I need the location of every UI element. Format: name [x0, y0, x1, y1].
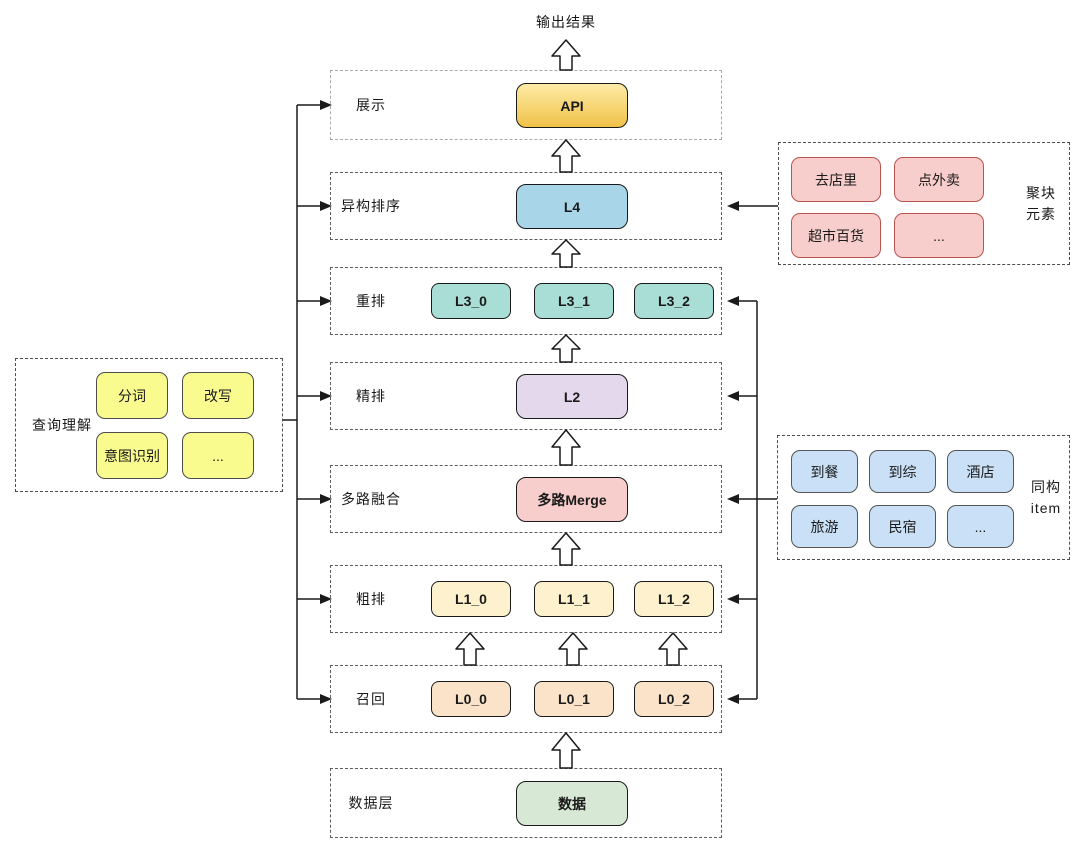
layer-recall: 召回 L0_0 L0_1 L0_2: [330, 665, 722, 733]
node-merge: 多路Merge: [516, 477, 628, 522]
panel-query-understanding: 查询理解 分词 改写 意图识别 ...: [15, 358, 283, 492]
homo-label-line1: 同构: [1031, 479, 1061, 495]
layer-multi-merge-label: 多路融合: [341, 491, 401, 507]
layer-display: 展示 API: [330, 70, 722, 140]
cluster-item-supermarket: 超市百货: [791, 213, 881, 258]
layer-data-label: 数据层: [348, 795, 394, 811]
layer-coarse-rank-label: 粗排: [356, 591, 386, 607]
node-l3-0: L3_0: [431, 283, 511, 319]
layer-rerank-label: 重排: [356, 293, 386, 309]
panel-homogeneous-item-label: 同构 item: [1024, 477, 1068, 519]
panel-cluster-elements: 聚块 元素 去店里 点外卖 超市百货 ...: [778, 142, 1070, 265]
layer-recall-label: 召回: [356, 691, 386, 707]
right-arrowheads: [727, 201, 739, 704]
homo-item-more: ...: [947, 505, 1014, 548]
output-result-label: 输出结果: [536, 14, 596, 30]
node-l0-0: L0_0: [431, 681, 511, 717]
layer-fine-rank-label: 精排: [356, 388, 386, 404]
query-item-intent: 意图识别: [96, 432, 168, 479]
cluster-label-line2: 元素: [1026, 206, 1056, 222]
layer-multi-merge: 多路融合 多路Merge: [330, 465, 722, 533]
homo-item-hotel: 酒店: [947, 450, 1014, 493]
cluster-item-in-store: 去店里: [791, 157, 881, 202]
query-item-rewrite: 改写: [182, 372, 254, 419]
node-l2: L2: [516, 374, 628, 419]
node-l1-0: L1_0: [431, 581, 511, 617]
layer-display-label: 展示: [356, 97, 386, 113]
query-item-more: ...: [182, 432, 254, 479]
layer-rerank: 重排 L3_0 L3_1 L3_2: [330, 267, 722, 335]
node-l0-1: L0_1: [534, 681, 614, 717]
homo-item-general: 到综: [869, 450, 936, 493]
node-l0-2: L0_2: [634, 681, 714, 717]
layer-fine-rank: 精排 L2: [330, 362, 722, 430]
layer-data: 数据层 数据: [330, 768, 722, 838]
query-item-segmentation: 分词: [96, 372, 168, 419]
right-connector-tree: [738, 205, 778, 700]
panel-homogeneous-item: 同构 item 到餐 到综 酒店 旅游 民宿 ...: [777, 435, 1070, 560]
homo-item-travel: 旅游: [791, 505, 858, 548]
homo-item-dine-in: 到餐: [791, 450, 858, 493]
node-l1-2: L1_2: [634, 581, 714, 617]
left-connector-tree: [283, 104, 321, 700]
node-l4: L4: [516, 184, 628, 229]
panel-query-understanding-label: 查询理解: [32, 417, 92, 433]
node-data: 数据: [516, 781, 628, 826]
cluster-item-takeout: 点外卖: [894, 157, 984, 202]
node-l1-1: L1_1: [534, 581, 614, 617]
node-l3-1: L3_1: [534, 283, 614, 319]
cluster-item-more: ...: [894, 213, 984, 258]
homo-label-line2: item: [1030, 500, 1062, 516]
layer-hetero-sort: 异构排序 L4: [330, 172, 722, 240]
cluster-label-line1: 聚块: [1026, 185, 1056, 201]
layer-hetero-sort-label: 异构排序: [341, 198, 401, 214]
layer-coarse-rank: 粗排 L1_0 L1_1 L1_2: [330, 565, 722, 633]
node-l3-2: L3_2: [634, 283, 714, 319]
panel-cluster-elements-label: 聚块 元素: [1017, 183, 1065, 225]
node-api: API: [516, 83, 628, 128]
homo-item-homestay: 民宿: [869, 505, 936, 548]
